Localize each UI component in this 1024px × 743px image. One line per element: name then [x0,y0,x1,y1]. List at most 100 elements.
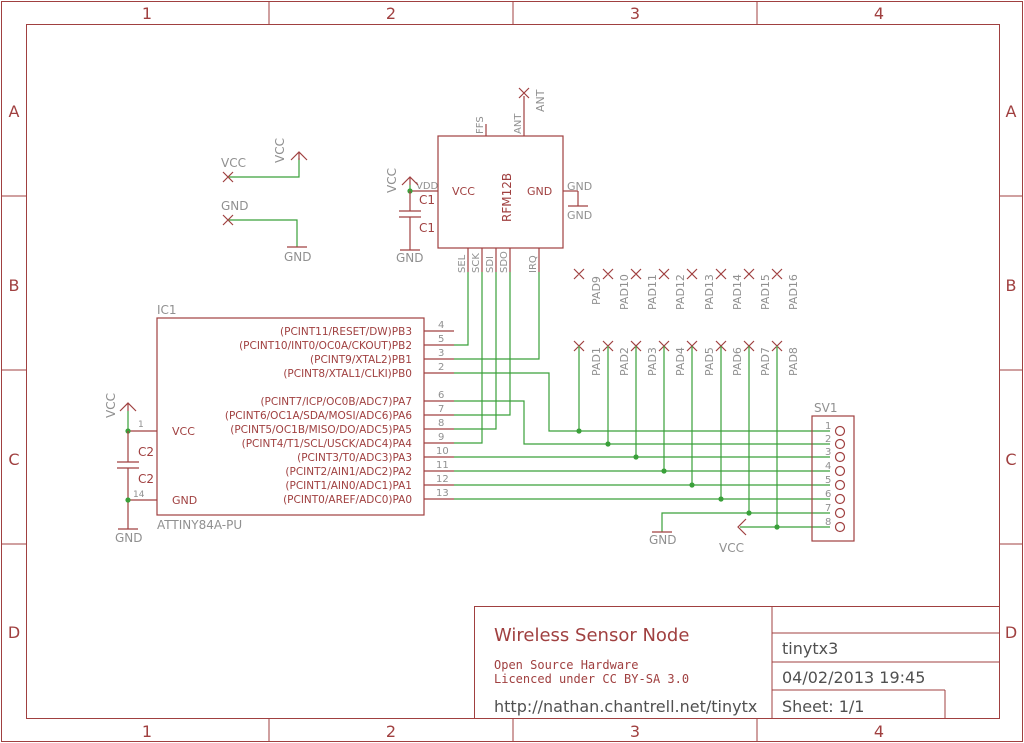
radio-pin-sel: SEL [457,254,468,273]
header-pin-2: 2 [825,434,831,445]
c2-label: C2 [138,445,154,459]
pad9-label: PAD9 [590,276,603,305]
pad11-label: PAD11 [646,274,659,310]
radio-pin-ant: ANT [513,113,524,134]
pads-top-row: PAD9 PAD10 PAD11 PAD12 PAD13 PAD14 PAD15… [573,268,800,310]
radio-vdd-pin-label: VDD [416,181,439,192]
radio-pin-irq: IRQ [528,255,539,273]
vcc-port-label: VCC [221,156,246,170]
pad12-label: PAD12 [674,274,687,310]
pad14-label: PAD14 [731,274,744,310]
header-pin-8: 8 [825,517,831,528]
header-ref: SV1 [814,401,837,415]
ic-pin-num-10: 10 [436,446,449,457]
ic-pin-label-pb1: (PCINT9/XTAL2)PB1 [310,354,412,366]
gnd-port-label: GND [221,199,249,213]
ic-pin-label-pa4: (PCINT4/T1/SCL/USCK/ADC4)PA4 [242,438,413,450]
header-sv1: SV1 1 2 3 4 5 6 7 8 [811,401,855,542]
ic-pin-num-9: 9 [438,432,444,443]
column-label-bottom-4: 4 [874,722,884,741]
radio-cap-gnd-label: GND [396,251,424,265]
column-label-bottom-3: 3 [630,722,640,741]
radio-vcc-arrow-icon [401,176,419,186]
ic-pin-num-6: 6 [438,390,444,401]
radio-vcc-label: VCC [385,168,399,193]
radio-capacitor-c1: VCC C1 C1 GND [385,168,435,265]
title-line-1: Open Source Hardware [494,658,639,672]
row-label-left-d: D [8,623,20,642]
pad3-label: PAD3 [646,347,659,376]
pad5-label: PAD5 [703,347,716,376]
header-pin-6: 6 [825,489,831,500]
ic-pin-num-3: 3 [438,348,444,359]
row-label-right-c: C [1005,450,1016,469]
ic-pin-num-7: 7 [438,404,444,415]
ic-pin-num-5: 5 [438,334,444,345]
title-name: tinytx3 [782,639,838,658]
c1-value: C1 [419,221,435,235]
ic-part: ATTINY84A-PU [157,518,242,532]
ic-pin-label-pa5: (PCINT5/OC1B/MISO/DO/ADC5)PA5 [230,424,412,436]
supply-ports: VCC VCC GND GND [221,138,312,264]
ic-pin-label-pa2: (PCINT2/AIN1/ADC2)PA2 [285,466,412,478]
ic-pin-label-pa6: (PCINT6/OC1A/SDA/MOSI/ADC6)PA6 [225,410,412,422]
pad8-label: PAD8 [787,347,800,376]
column-label-top-3: 3 [630,4,640,23]
ic-pin-label-pb2: (PCINT10/INT0/OC0A/CKOUT)PB2 [239,340,412,352]
ic-pin-label-pa7: (PCINT7/ICP/OC0B/ADC7)PA7 [260,396,412,408]
header-pin-5: 5 [825,475,831,486]
antenna-label: ANT [534,89,547,112]
row-label-right-b: B [1006,276,1017,295]
c2-value: C2 [138,472,154,486]
ic-ref: IC1 [157,303,177,317]
header-pin-1: 1 [825,421,831,432]
radio-pin-sck: SCK [471,253,482,273]
ic-pin-label-pa3: (PCINT3/T0/ADC3)PA3 [297,452,412,464]
ic-pin-label-pa1: (PCINT1/AIN0/ADC1)PA1 [285,480,412,492]
pad1-label: PAD1 [590,347,603,376]
ic-gnd-pin-num: 14 [133,490,145,500]
gnd-supply-label: GND [284,250,312,264]
title-url: http://nathan.chantrell.net/tinytx [494,697,757,716]
row-label-right-a: A [1006,102,1017,121]
radio-pin-sdi: SDI [485,256,496,273]
title-block: Wireless Sensor Node Open Source Hardwar… [474,606,1000,719]
pad6-label: PAD6 [731,347,744,376]
pad2-label: PAD2 [618,347,631,376]
ic-cap-gnd-label: GND [115,531,143,545]
pad16-label: PAD16 [787,274,800,310]
ic-pin-num-13: 13 [436,488,449,499]
column-label-top-4: 4 [874,4,884,23]
ic-pin-numbers: 4 5 3 2 6 7 8 9 10 11 12 13 [436,320,449,499]
ic-vcc-pin-num: 1 [138,420,144,430]
pad-unconnected-x-icons [573,268,783,280]
pad4-label: PAD4 [674,347,687,376]
microcontroller-ic1: IC1 ATTINY84A-PU VCC GND 1 14 (PCINT11/R… [128,303,454,532]
ic-pin-num-11: 11 [436,460,449,471]
ic-gnd-pin-label: GND [172,494,197,507]
pad10-label: PAD10 [618,274,631,310]
header-pin-4: 4 [825,461,831,472]
ic-vcc-arrow-icon [119,402,137,412]
vcc-arrow-icon [290,151,308,161]
row-label-right-d: D [1005,623,1017,642]
pad15-label: PAD15 [759,274,772,310]
row-label-left-b: B [9,276,20,295]
title-line-2: Licenced under CC BY-SA 3.0 [494,672,689,686]
ic-pin-stubs [424,330,454,500]
c1-label: C1 [419,193,435,207]
wiring: GND VCC [454,272,830,555]
header-vcc-arrow-icon [737,518,747,536]
ic-pin-num-2: 2 [438,362,444,373]
ic-pin-label-pa0: (PCINT0/AREF/ADC0)PA0 [283,494,412,506]
ic-capacitor-c2: VCC C2 C2 GND [104,393,154,545]
radio-vcc-pin-label: VCC [452,185,475,198]
ic-pin-labels: (PCINT11/RESET/DW)PB3 (PCINT10/INT0/OC0A… [225,326,412,506]
antenna-x-icon [518,87,530,99]
header-pin-7: 7 [825,503,831,514]
radio-pin-ffs: FFS [475,116,486,134]
title-sheet: Sheet: 1/1 [782,697,864,716]
header-vcc-label: VCC [719,541,744,555]
radio-gnd-pin-label: GND [527,185,552,198]
title-text: Wireless Sensor Node [494,625,689,646]
